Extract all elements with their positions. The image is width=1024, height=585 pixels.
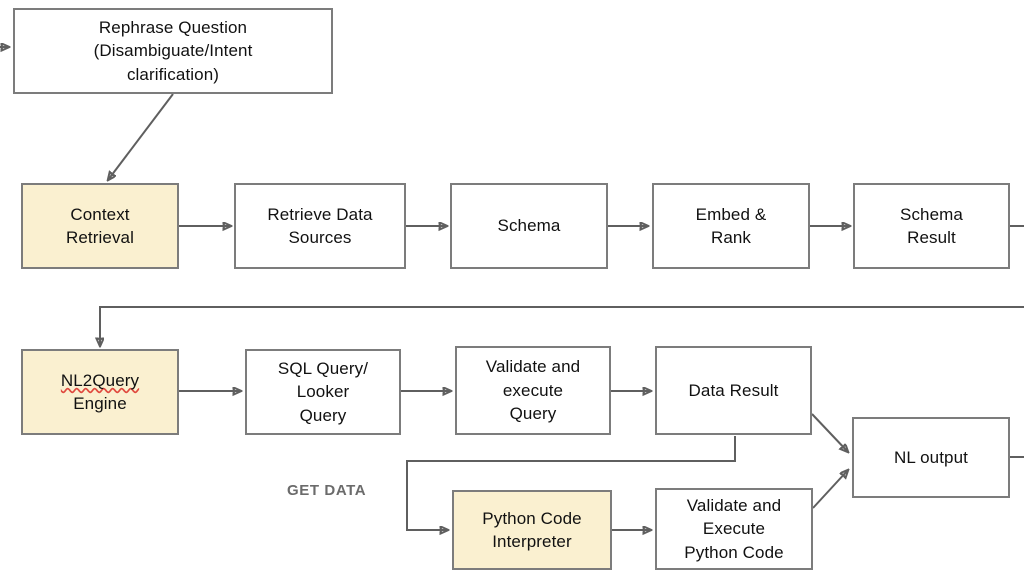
node-validate-execute-python[interactable]: Validate and Execute Python Code [655, 488, 813, 570]
node-data-result[interactable]: Data Result [655, 346, 812, 435]
node-schema-result-label: Schema Result [900, 204, 963, 247]
node-embed-and-rank[interactable]: Embed & Rank [652, 183, 810, 269]
node-sql-looker-query-label: SQL Query/ Looker Query [277, 358, 369, 425]
edge-rephrase-to-context [108, 93, 174, 180]
node-validate-execute-query-label: Validate and execute Query [485, 357, 581, 424]
node-sql-looker-query[interactable]: SQL Query/ Looker Query [245, 349, 401, 435]
node-context-retrieval-label: Context Retrieval [66, 204, 134, 247]
node-schema[interactable]: Schema [450, 183, 608, 269]
node-validate-execute-python-label: Validate and Execute Python Code [684, 495, 784, 562]
node-validate-execute-query[interactable]: Validate and execute Query [455, 346, 611, 435]
edge-wrap-in-to-nl2query [100, 306, 1024, 346]
edge-data-result-to-nl-output [811, 413, 848, 452]
node-context-retrieval[interactable]: Context Retrieval [21, 183, 179, 269]
node-python-code-interpreter[interactable]: Python Code Interpreter [452, 490, 612, 570]
node-schema-label: Schema [497, 216, 561, 236]
node-rephrase-question-label: Rephrase Question (Disambiguate/Intent c… [93, 17, 253, 84]
node-nl-output[interactable]: NL output [852, 417, 1010, 498]
node-nl2query-engine-label-line1: NL2Query [60, 370, 140, 390]
node-data-result-label: Data Result [688, 380, 779, 400]
node-embed-and-rank-label: Embed & Rank [695, 204, 767, 247]
edge-label-get-data: GET DATA [287, 482, 367, 499]
node-nl2query-engine-label-line2: Engine [73, 394, 127, 413]
node-schema-result[interactable]: Schema Result [853, 183, 1010, 269]
edge-validate-python-to-nl-output [812, 470, 848, 509]
node-python-code-interpreter-label: Python Code Interpreter [482, 508, 582, 551]
node-retrieve-data-sources[interactable]: Retrieve Data Sources [234, 183, 406, 269]
node-rephrase-question[interactable]: Rephrase Question (Disambiguate/Intent c… [13, 8, 333, 94]
node-retrieve-data-sources-label: Retrieve Data Sources [267, 204, 373, 247]
node-nl-output-label: NL output [894, 447, 968, 467]
